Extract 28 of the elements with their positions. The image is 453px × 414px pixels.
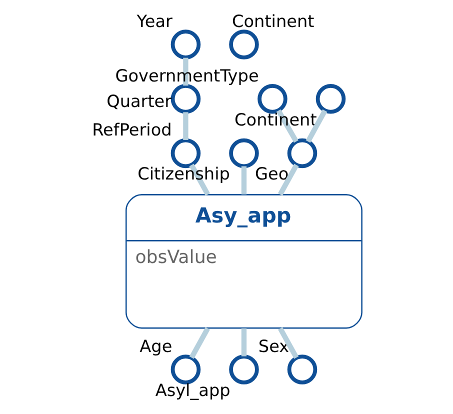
node-circle [229,138,259,168]
connector [189,327,210,359]
node-label: Continent [234,109,317,130]
connector [278,327,299,359]
node-circle [316,84,346,114]
node-label: Year [136,10,172,31]
node-label: Sex [258,336,290,356]
node-circle [170,84,201,114]
node-label: RefPeriod [92,120,172,140]
node-circle [229,354,259,384]
node-circle [287,354,318,384]
node-circle [287,138,318,168]
node-label: Continent [232,10,314,31]
node-circle [170,354,201,384]
node-label: Asyl_app [155,380,230,400]
connector [189,164,210,196]
node-circle [170,30,201,60]
node-circle [229,30,259,60]
node-label: Quarter [106,91,172,112]
node-label: GovernmentType [115,65,259,86]
connector [278,164,299,196]
node-circle [170,138,201,168]
connector [276,109,298,143]
node-label: Citizenship [138,164,230,184]
node-circle [258,84,288,114]
connector [306,109,328,143]
node-label: Geo [254,164,289,184]
node-label: Age [140,336,172,356]
